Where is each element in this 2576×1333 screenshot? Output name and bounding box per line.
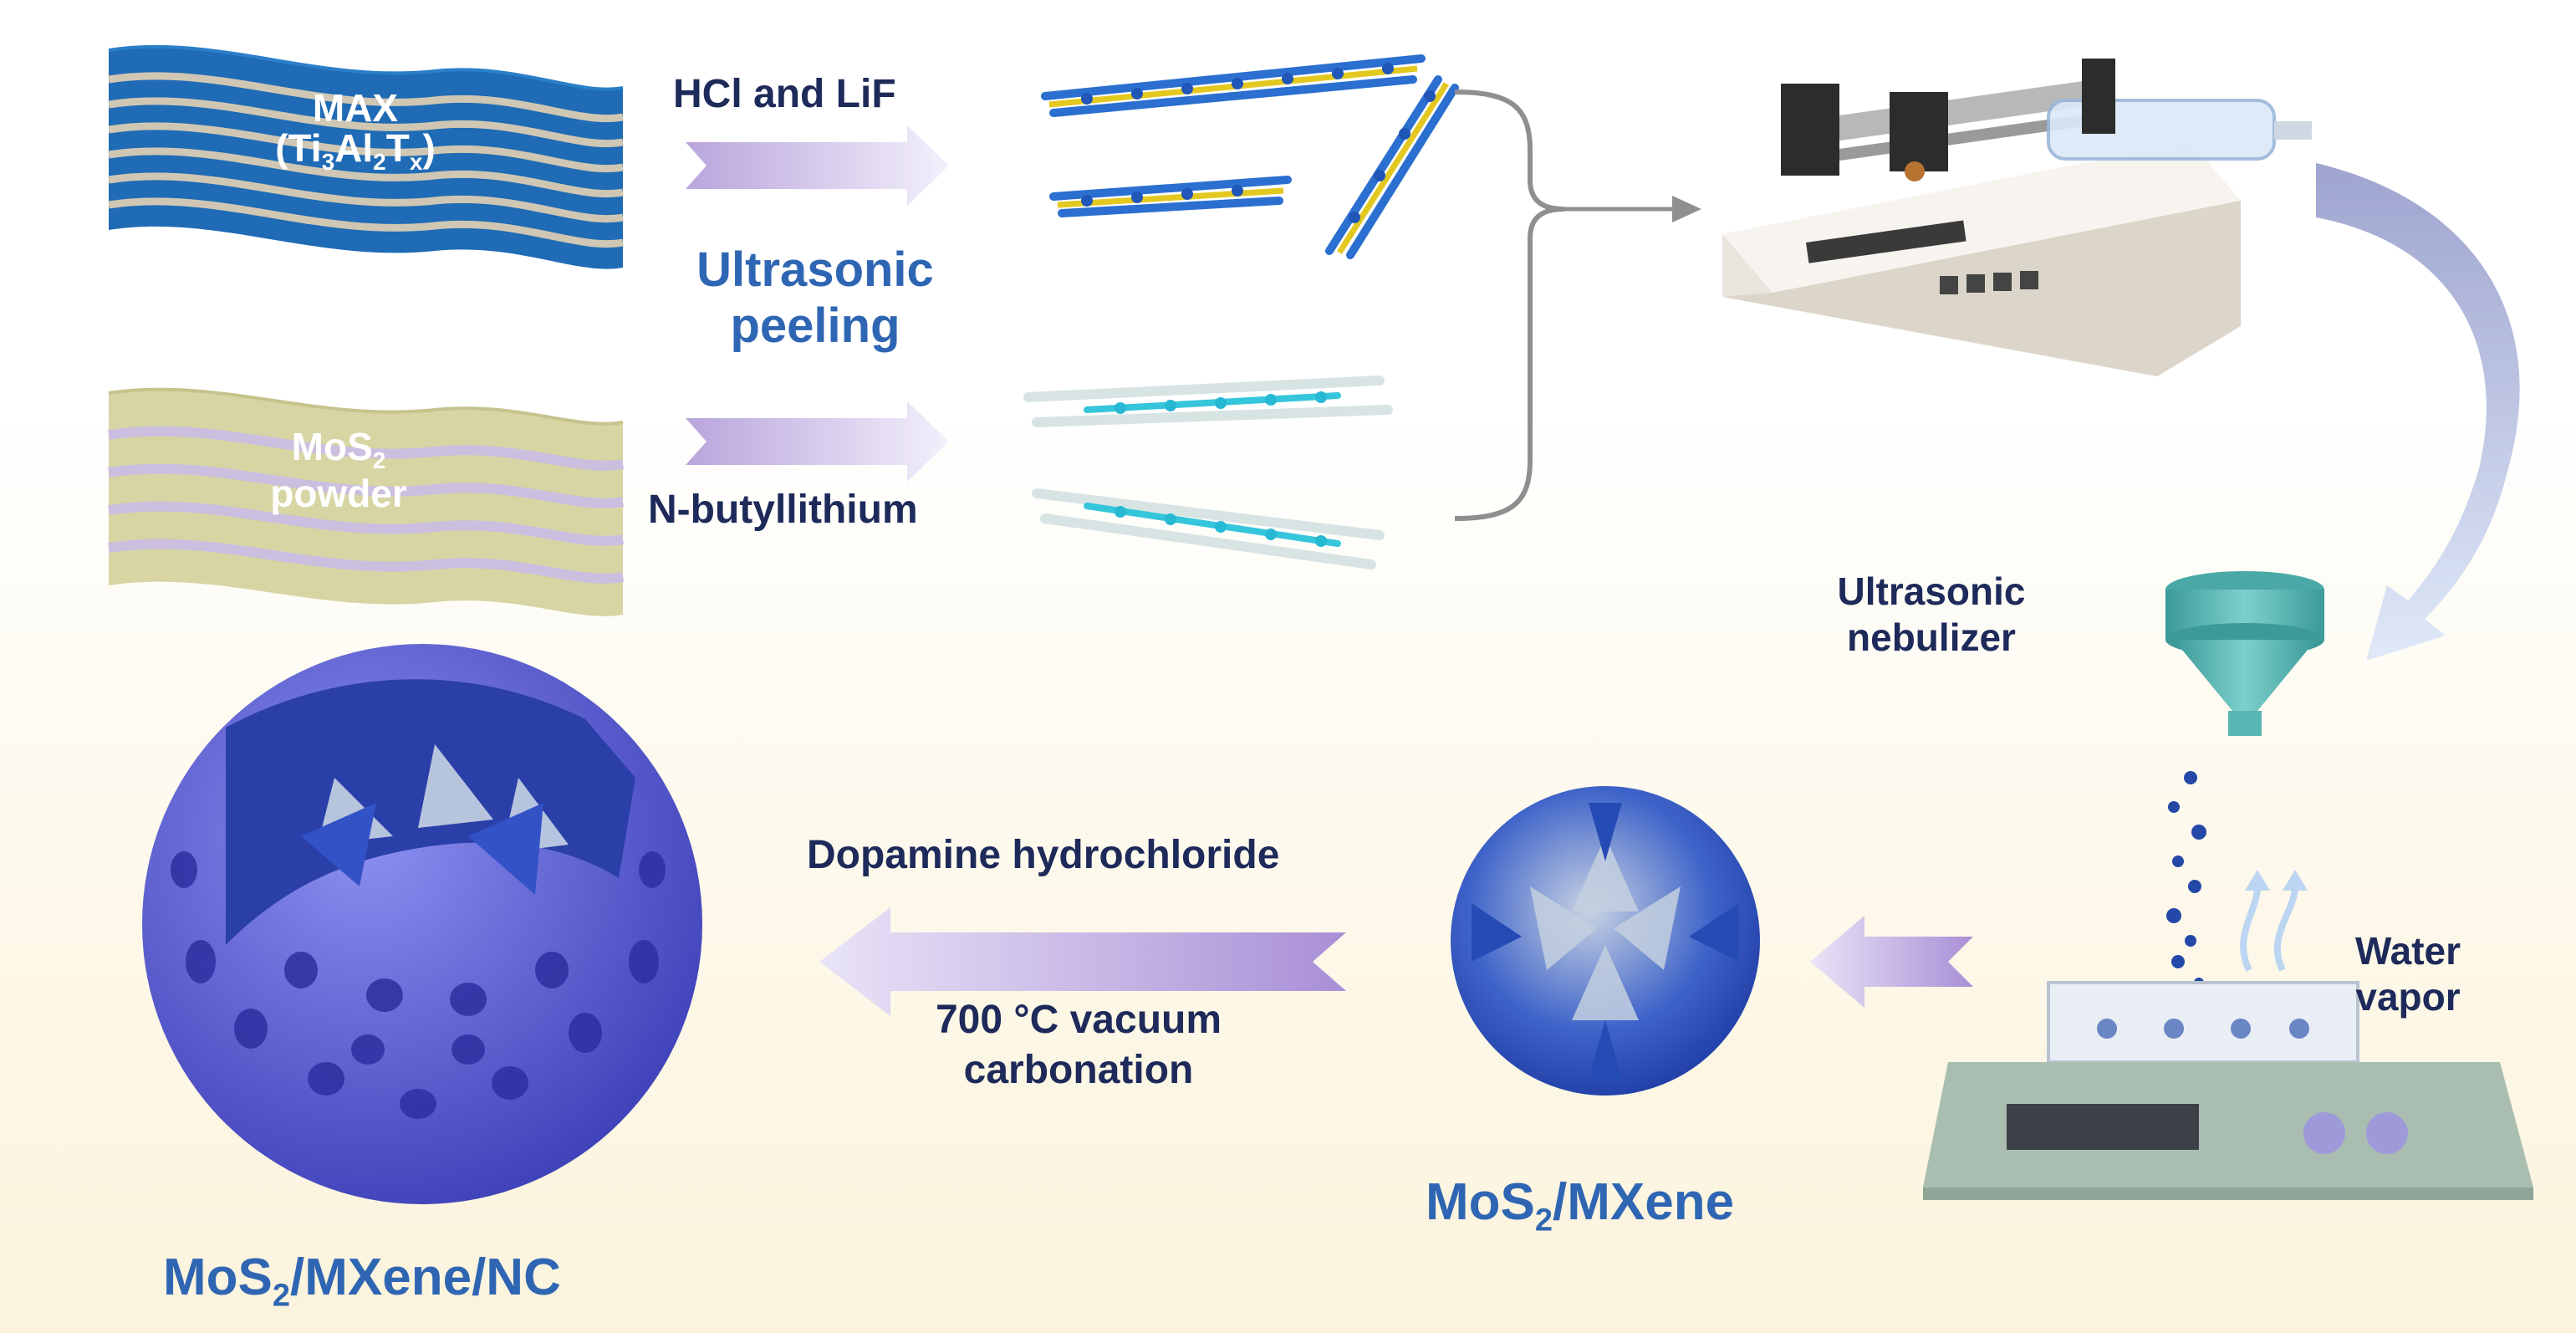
arrow-carbonation [819,907,1346,1016]
mos2-mxene-nc-label: MoS2/MXene/NC [163,1249,561,1314]
merge-bracket [1454,89,1564,521]
ultrasonic-funnel [2165,571,2324,736]
droplets [2166,771,2206,988]
carbonation-label: 700 °C vacuum carbonation [911,995,1246,1096]
max-line1: MAX [312,86,399,130]
mos2-mxene-label: MoS2/MXene [1426,1173,1735,1239]
mxene-nanosheets [1041,54,1459,259]
mos2-line2: powder [270,471,407,515]
arrow-acid [686,125,949,206]
carbonation-line1: 700 °C vacuum [935,998,1222,1042]
peeling-label: Ultrasonic peeling [661,243,970,354]
vapor-arrows [2240,886,2298,972]
vapor-line2: vapor [2355,975,2461,1019]
max-layered-block [108,44,624,269]
max-formula: (Ti3Al2Tx) [275,126,436,176]
mos2-nanosheets [1023,375,1393,569]
peeling-line2: peeling [730,298,900,353]
mos2-layered-block [108,387,625,616]
mos2-mxene-flower [1451,786,1760,1096]
arrow-butyl [686,401,949,482]
vapor-label: Water vapor [2324,928,2492,1020]
butyl-label: N-butyllithium [648,488,918,532]
hotplate [1923,981,2533,1200]
carbonation-line2: carbonation [963,1048,1194,1092]
curved-arrow [2316,163,2520,661]
nebulizer-label: Ultrasonic nebulizer [1798,569,2065,661]
arrow-to-mxene-mos2 [1810,916,1973,1008]
vapor-line1: Water [2354,929,2461,973]
dopamine-label: Dopamine hydrochloride [807,833,1280,877]
acid-label: HCl and LiF [673,72,896,116]
mos2-line1: MoS2 [291,425,386,474]
mos2-mxene-nc-sphere [142,644,702,1204]
peeling-line1: Ultrasonic [696,243,934,297]
syringe-pump [1722,59,2312,376]
mos2-powder-label: MoS2 powder [213,426,464,513]
max-label: MAX (Ti3Al2Tx) [247,88,464,175]
nebulizer-line1: Ultrasonic [1837,569,2026,613]
nebulizer-line2: nebulizer [1847,615,2016,660]
